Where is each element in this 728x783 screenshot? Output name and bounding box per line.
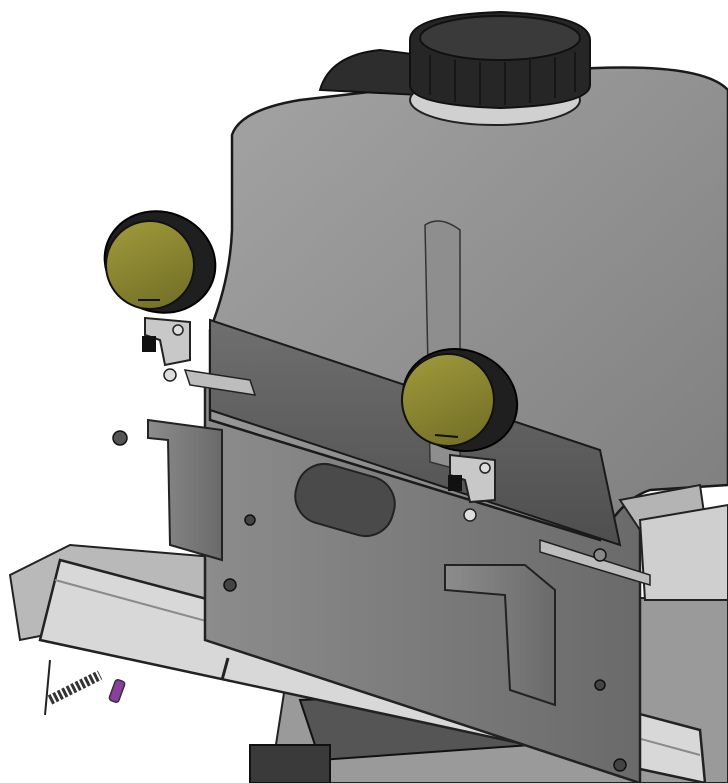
right-bracket (444, 564, 556, 707)
tank-handle (318, 48, 421, 97)
spring-assembly (44, 659, 126, 716)
work-light-right (401, 347, 519, 522)
light-mount-strip (183, 369, 651, 587)
filler-cap (409, 10, 591, 126)
work-light-left (103, 210, 217, 382)
left-bracket (112, 418, 223, 562)
